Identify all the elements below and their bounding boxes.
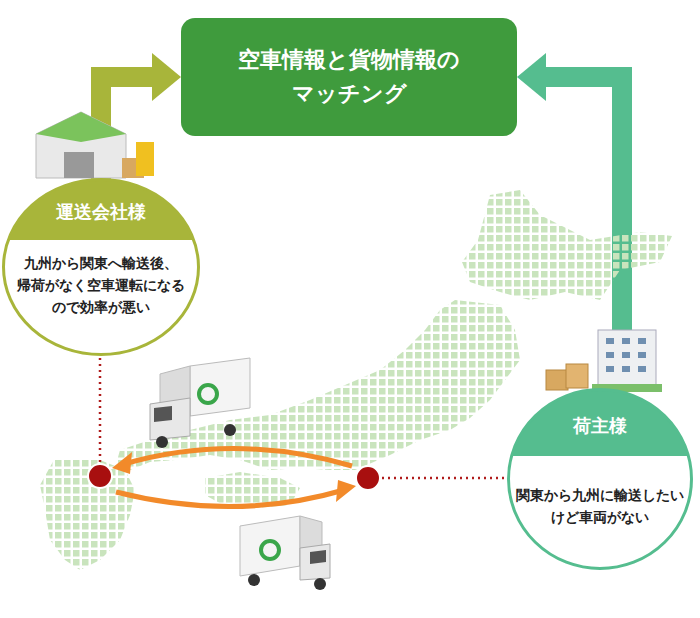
arrow-head <box>336 480 356 502</box>
circle-heading: 荷主様 <box>507 414 693 438</box>
map-pin <box>88 464 380 490</box>
route-arrow <box>116 448 352 506</box>
process-box: 空車情報と貨物情報の マッチング <box>181 18 517 136</box>
circle-body: 九州から関東へ輸送後、 帰荷がなく空車運転になる ので効率が悪い <box>8 252 194 318</box>
circle-body: 関東から九州に輸送したい けど車両がない <box>512 484 688 528</box>
truck <box>150 358 250 448</box>
warehouse-icon <box>36 112 154 178</box>
circle-node: 荷主様関東から九州に輸送したい けど車両がない <box>507 388 693 570</box>
building-icon <box>592 330 662 392</box>
box-text: 空車情報と貨物情報の マッチング <box>229 43 469 111</box>
truck <box>240 516 330 590</box>
cargo-boxes <box>546 364 588 390</box>
circle-node: 運送会社様九州から関東へ輸送後、 帰荷がなく空車運転になる ので効率が悪い <box>2 178 200 356</box>
arrow-head <box>112 452 132 474</box>
leader-line <box>100 358 506 478</box>
circle-heading: 運送会社様 <box>2 200 200 224</box>
